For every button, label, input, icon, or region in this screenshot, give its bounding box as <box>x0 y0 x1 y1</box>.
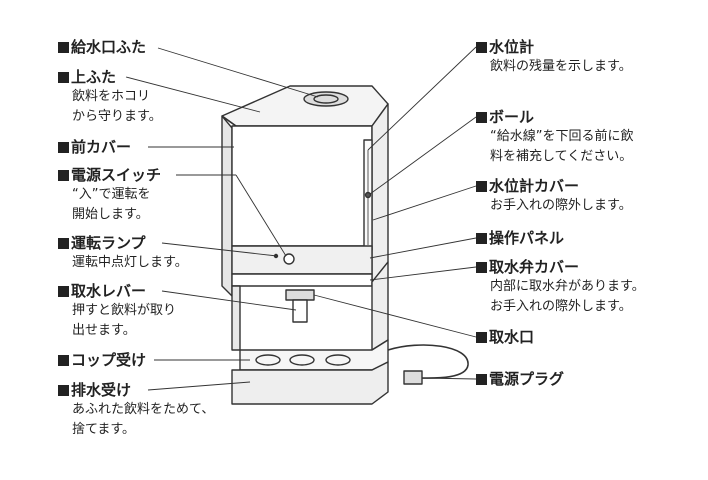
label-front-cover-title: 前カバー <box>71 138 132 156</box>
label-plug: 電源プラグ <box>476 370 564 388</box>
label-ball: ボール “給水線”を下回る前に飲 料を補充してください。 <box>476 108 633 168</box>
front-cover-shape <box>231 125 373 247</box>
label-power-switch-title: 電源スイッチ <box>71 166 162 184</box>
lever-shape <box>292 299 308 323</box>
drain-tray-shape <box>231 361 389 405</box>
leader-top-lid <box>125 76 261 113</box>
ball-shape <box>364 191 372 199</box>
leader-outlet <box>313 294 477 338</box>
label-run-lamp-title: 運転ランプ <box>71 234 146 252</box>
switch-shape <box>283 253 295 265</box>
label-valve-cover-title: 取水弁カバー <box>489 258 580 276</box>
label-lever-desc-2: 出せます。 <box>72 323 136 338</box>
label-valve-cover-desc-2: お手入れの際外します。 <box>490 299 632 314</box>
label-lever-title: 取水レバー <box>71 282 147 300</box>
top-lid-shape <box>221 85 389 127</box>
label-cup-tray: コップ受け <box>58 351 146 369</box>
label-outlet-title: 取水口 <box>489 328 535 346</box>
label-ball-title: ボール <box>489 108 535 126</box>
label-gauge: 水位計 飲料の残量を示します。 <box>476 38 632 78</box>
label-power-switch: 電源スイッチ “入”で運転を 開始します。 <box>58 166 161 226</box>
power-cord <box>387 344 469 379</box>
label-top-lid-desc-1: 飲料をホコリ <box>72 89 151 104</box>
label-lid-cap: 給水口ふた <box>58 38 146 56</box>
label-ball-desc-1: “給水線”を下回る前に飲 <box>490 129 634 144</box>
label-panel-title: 操作パネル <box>489 229 565 247</box>
outlet-shape <box>285 289 315 301</box>
label-cup-tray-title: コップ受け <box>71 351 147 369</box>
leader-drain-tray <box>147 381 251 391</box>
leader-plug <box>421 377 477 380</box>
label-top-lid-title: 上ふた <box>71 68 117 86</box>
label-gauge-desc-1: 飲料の残量を示します。 <box>490 59 632 74</box>
label-top-lid-desc-2: から守ります。 <box>72 109 162 124</box>
label-drain-tray-title: 排水受け <box>71 381 132 399</box>
label-valve-cover-desc-1: 内部に取水弁があります。 <box>490 279 645 294</box>
label-ball-desc-2: 料を補充してください。 <box>490 149 633 164</box>
valve-cover-shape <box>231 273 373 287</box>
leader-lever <box>161 290 297 311</box>
label-lid-cap-title: 給水口ふた <box>71 38 147 56</box>
leader-panel <box>369 237 477 259</box>
lid-cap-shape <box>303 91 349 107</box>
leader-run-lamp <box>161 242 278 257</box>
leader-gauge <box>367 46 477 151</box>
label-drain-tray: 排水受け あふれた飲料をためて、 捨てます。 <box>58 381 214 441</box>
label-top-lid: 上ふた 飲料をホコリ から守ります。 <box>58 68 162 128</box>
leader-gauge-cover <box>372 185 477 221</box>
label-run-lamp: 運転ランプ 運転中点灯します。 <box>58 234 188 274</box>
body-shape <box>221 115 233 297</box>
label-gauge-title: 水位計 <box>489 38 535 56</box>
label-gauge-cover: 水位計カバー お手入れの際外します。 <box>476 177 632 217</box>
label-power-switch-desc-2: 開始します。 <box>72 207 149 222</box>
plug-shape <box>403 370 423 385</box>
label-panel: 操作パネル <box>476 229 564 247</box>
panel-shape <box>231 245 373 275</box>
label-valve-cover: 取水弁カバー 内部に取水弁があります。 お手入れの際外します。 <box>476 258 645 318</box>
label-drain-tray-desc-1: あふれた飲料をためて、 <box>72 402 215 417</box>
label-gauge-cover-desc-1: お手入れの際外します。 <box>490 198 632 213</box>
label-power-switch-desc-1: “入”で運転を <box>72 187 151 202</box>
leader-lid-cap <box>157 47 319 98</box>
label-lever: 取水レバー 押すと飲料が取り 出せます。 <box>58 282 176 342</box>
leader-ball <box>369 116 477 195</box>
label-lever-desc-1: 押すと飲料が取り <box>72 303 177 318</box>
label-front-cover: 前カバー <box>58 138 131 156</box>
label-drain-tray-desc-2: 捨てます。 <box>72 422 136 437</box>
label-plug-title: 電源プラグ <box>489 370 565 388</box>
leader-valve-cover <box>369 266 477 281</box>
leader-power-switch-2 <box>235 174 287 257</box>
label-run-lamp-desc-1: 運転中点灯します。 <box>72 255 188 270</box>
label-gauge-cover-title: 水位計カバー <box>489 177 580 195</box>
label-outlet: 取水口 <box>476 328 534 346</box>
